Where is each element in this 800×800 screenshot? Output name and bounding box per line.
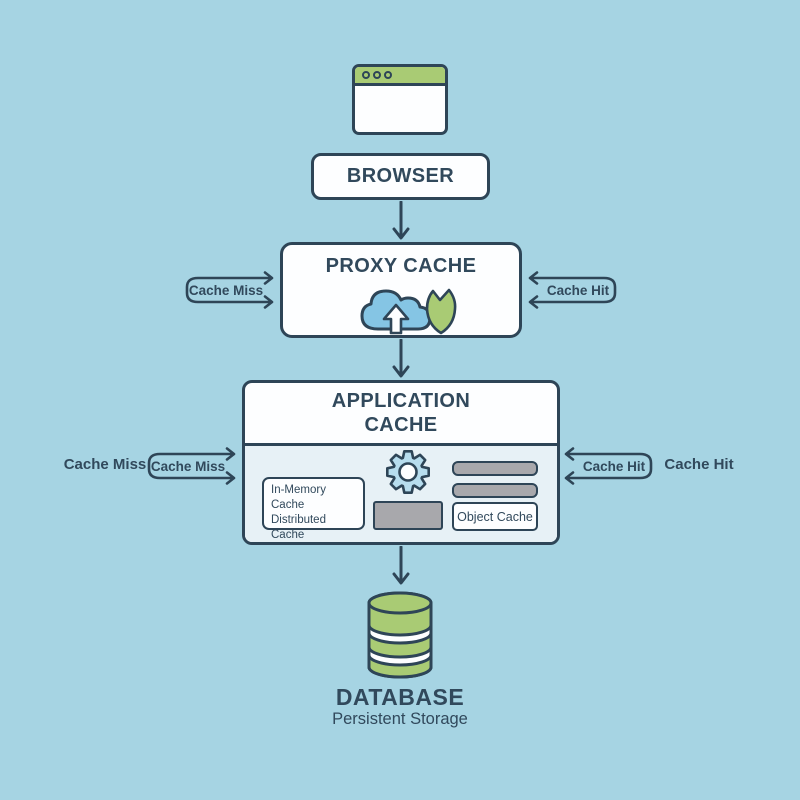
cache-hit-label: Cache Hit: [546, 282, 610, 298]
browser-label: BROWSER: [346, 165, 455, 187]
browser-node: BROWSER: [311, 153, 490, 200]
proxy-cache-node: PROXY CACHE: [280, 242, 522, 338]
object-cache-label: Object Cache: [457, 509, 533, 524]
cache-miss-label: Cache Miss: [150, 458, 226, 474]
upload-arrow-icon: [382, 303, 410, 335]
window-dot-icon: [384, 71, 392, 79]
cache-block-placeholder: [373, 501, 443, 530]
object-cache-box: Object Cache: [452, 502, 538, 531]
left-arrows-bracket-icon: [564, 447, 653, 485]
right-arrows-bracket-icon: [185, 271, 274, 309]
browser-window-icon: [352, 64, 448, 135]
cache-hit-outer-label: Cache Hit: [664, 456, 734, 473]
cache-miss-label: Cache Miss: [188, 282, 264, 298]
database-label: DATABASE: [335, 684, 465, 710]
left-arrows-bracket-icon: [528, 271, 617, 309]
shield-icon: [425, 288, 457, 335]
gear-icon: [386, 450, 430, 494]
proxy-cache-title: PROXY CACHE: [325, 255, 477, 277]
down-arrow-icon: [392, 201, 410, 240]
cloud-upload-shield-icon: [360, 288, 457, 335]
cache-miss-arrow-label: Cache Miss: [144, 447, 236, 485]
cache-miss-arrow-label: Cache Miss: [182, 271, 274, 309]
cache-hit-arrow-label: Cache Hit: [564, 447, 656, 485]
cache-bar-placeholder: [452, 461, 538, 476]
down-arrow-icon: [392, 546, 410, 585]
browser-icon-titlebar: [355, 67, 445, 86]
down-arrow-icon: [392, 339, 410, 378]
cache-miss-outer-label: Cache Miss: [63, 456, 147, 473]
application-cache-node: APPLICATION CACHE In-Memory Cache Distri…: [242, 380, 560, 545]
database-sublabel: Persistent Storage: [332, 710, 468, 728]
cache-bar-placeholder: [452, 483, 538, 498]
window-dot-icon: [362, 71, 370, 79]
in-memory-cache-box: In-Memory Cache Distributed Cache: [262, 477, 365, 541]
cache-hit-label: Cache Hit: [582, 458, 646, 474]
cache-hit-arrow-label: Cache Hit: [528, 271, 620, 309]
database-cylinder-icon: [367, 591, 433, 679]
application-cache-title: APPLICATION CACHE: [331, 390, 471, 436]
window-dot-icon: [373, 71, 381, 79]
right-arrows-bracket-icon: [147, 447, 236, 485]
